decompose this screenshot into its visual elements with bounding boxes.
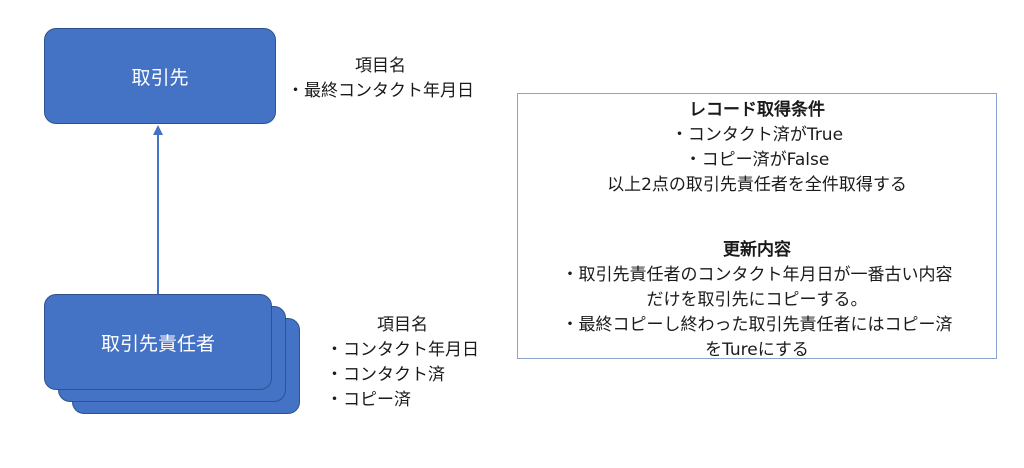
contact-fields-title: 項目名 (377, 315, 428, 335)
updates-line: だけを取引先にコピーする。 (646, 290, 868, 310)
conditions-line: ・コンタクト済がTrue (670, 125, 844, 145)
contact-field-list: 項目名 ・コンタクト年月日 ・コンタクト済 ・コピー済 (326, 313, 479, 413)
account-entity-label: 取引先 (131, 66, 189, 89)
contact-field-item: ・コンタクト済 (326, 365, 445, 385)
updates-heading: 更新内容 (723, 240, 791, 260)
contact-field-item: ・コンタクト年月日 (326, 340, 479, 360)
relation-arrow-head (153, 125, 163, 135)
updates-line: ・最終コピーし終わった取引先責任者にはコピー済 (561, 315, 953, 335)
conditions-panel: レコード取得条件 ・コンタクト済がTrue ・コピー済がFalse 以上2点の取… (517, 93, 997, 360)
contact-entity-box: 取引先責任者 (44, 294, 272, 390)
updates-line: をTureにする (705, 340, 809, 360)
contact-entity-label: 取引先責任者 (100, 332, 215, 355)
account-field-list: 項目名 ・最終コンタクト年月日 (287, 54, 474, 104)
panel-spacer (518, 198, 996, 238)
account-fields-title: 項目名 (355, 56, 406, 76)
conditions-heading: レコード取得条件 (689, 100, 825, 120)
conditions-line: ・コピー済がFalse (684, 150, 830, 170)
account-field-item: ・最終コンタクト年月日 (287, 81, 474, 101)
conditions-line: 以上2点の取引先責任者を全件取得する (607, 175, 907, 195)
updates-line: ・取引先責任者のコンタクト年月日が一番古い内容 (561, 265, 953, 285)
account-entity-box: 取引先 (44, 28, 276, 124)
contact-field-item: ・コピー済 (326, 390, 411, 410)
